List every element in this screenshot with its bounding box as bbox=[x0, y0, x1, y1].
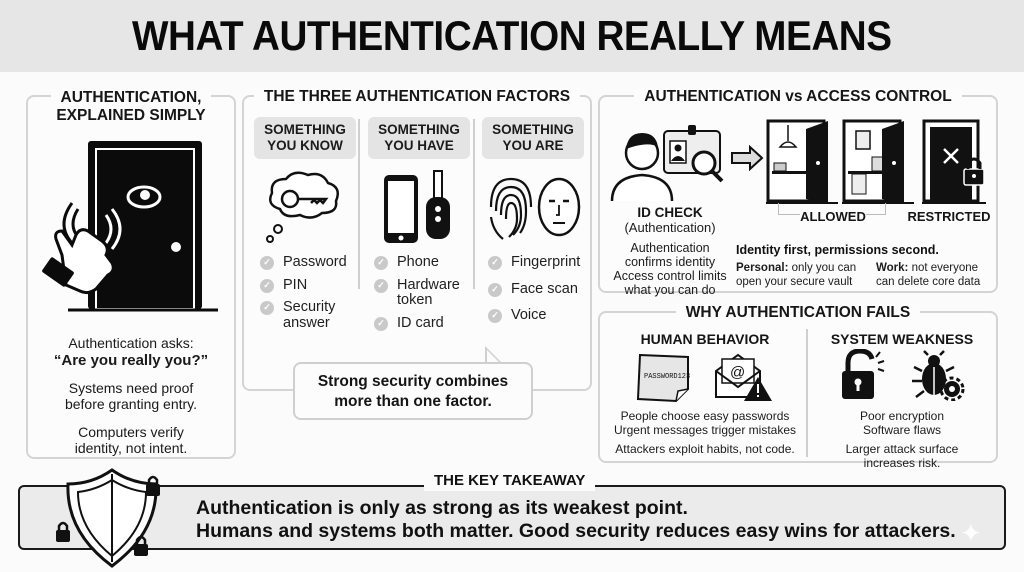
list-item: ✓Security answer bbox=[260, 299, 360, 331]
factor-know-list: ✓Password ✓PIN ✓Security answer bbox=[250, 254, 360, 331]
phishing-email-warning-icon: @ bbox=[712, 351, 776, 403]
check-icon: ✓ bbox=[260, 256, 274, 270]
check-icon: ✓ bbox=[374, 256, 388, 270]
list-item: ✓ID card bbox=[374, 315, 474, 332]
list-item: ✓Voice bbox=[488, 307, 588, 324]
check-icon: ✓ bbox=[488, 282, 502, 297]
list-item: ✓Password bbox=[260, 254, 360, 271]
door-knock-eye-icon bbox=[38, 137, 228, 317]
work-example: Work: not everyone can delete core data bbox=[876, 262, 981, 288]
list-item: ✓Hardware token bbox=[374, 277, 474, 309]
check-icon: ✓ bbox=[374, 278, 388, 293]
check-icon: ✓ bbox=[488, 256, 502, 270]
allowed-label: ALLOWED bbox=[800, 209, 866, 224]
divider bbox=[806, 329, 808, 457]
panel-explained: AUTHENTICATION, EXPLAINED SIMPLY Authent… bbox=[26, 89, 236, 459]
page-title: WHAT AUTHENTICATION REALLY MEANS bbox=[132, 12, 892, 59]
panel-title-fails: WHY AUTHENTICATION FAILS bbox=[600, 304, 996, 322]
list-item: ✓Fingerprint bbox=[488, 254, 588, 271]
shield-locks-icon bbox=[52, 466, 172, 570]
human-behavior-head: HUMAN BEHAVIOR bbox=[640, 331, 770, 347]
check-icon: ✓ bbox=[374, 316, 388, 331]
password-note-icon: PASSWORD123 bbox=[636, 351, 694, 403]
explained-question: “Are you really you?” bbox=[53, 352, 209, 369]
id-check-sub: (Authentication) bbox=[624, 220, 716, 235]
takeaway-label: THE KEY TAKEAWAY bbox=[424, 470, 596, 491]
system-weakness-head: SYSTEM WEAKNESS bbox=[830, 331, 974, 347]
panel-access-control: AUTHENTICATION vs ACCESS CONTROL bbox=[598, 88, 998, 297]
system-weakness-text: Poor encryption Software flaws Larger at… bbox=[845, 409, 959, 470]
fingerprint-face-icon bbox=[478, 159, 588, 255]
explained-verify: Computers verify identity, not intent. bbox=[74, 424, 188, 456]
check-icon: ✓ bbox=[260, 301, 274, 315]
restricted-door-lock-icon bbox=[922, 119, 992, 205]
arrow-right-icon bbox=[730, 145, 764, 171]
personal-example: Personal: only you can open your secure … bbox=[736, 262, 857, 288]
divider bbox=[473, 119, 475, 289]
explained-proof: Systems need proof before granting entry… bbox=[64, 380, 198, 412]
check-icon: ✓ bbox=[488, 309, 502, 323]
id-check-label: ID CHECK bbox=[637, 205, 703, 220]
factor-have-list: ✓Phone ✓Hardware token ✓ID card bbox=[364, 254, 474, 332]
allowed-door-office-icon bbox=[766, 119, 838, 205]
list-item: ✓Phone bbox=[374, 254, 474, 271]
bug-gear-icon bbox=[910, 349, 966, 401]
factor-are-list: ✓Fingerprint ✓Face scan ✓Voice bbox=[478, 254, 588, 324]
restricted-label: RESTRICTED bbox=[907, 209, 991, 224]
panel-factors: THE THREE AUTHENTICATION FACTORS SOMETHI… bbox=[242, 88, 592, 391]
svg-text:PASSWORD123: PASSWORD123 bbox=[644, 373, 690, 381]
allowed-door-files-icon bbox=[842, 119, 914, 205]
factor-callout: Strong security combines more than one f… bbox=[293, 362, 533, 420]
human-behavior-text: People choose easy passwords Urgent mess… bbox=[613, 409, 797, 456]
principle-text: Identity first, permissions second. bbox=[736, 243, 939, 257]
takeaway-text: Authentication is only as strong as its … bbox=[196, 497, 956, 542]
panel-title-factors: THE THREE AUTHENTICATION FACTORS bbox=[244, 88, 590, 106]
id-check-icon bbox=[608, 123, 732, 203]
divider bbox=[358, 119, 360, 289]
explained-asks: Authentication asks: “Are you really you… bbox=[28, 335, 234, 369]
check-icon: ✓ bbox=[260, 278, 274, 293]
title-banner: WHAT AUTHENTICATION REALLY MEANS bbox=[0, 0, 1024, 72]
list-item: ✓PIN bbox=[260, 277, 360, 294]
panel-title-explained: AUTHENTICATION, EXPLAINED SIMPLY bbox=[28, 89, 234, 125]
sparkle-icon: ✦ bbox=[960, 518, 982, 548]
panel-why-fails: WHY AUTHENTICATION FAILS HUMAN BEHAVIOR … bbox=[598, 304, 998, 470]
svg-text:@: @ bbox=[730, 364, 745, 381]
thought-key-icon bbox=[250, 159, 360, 255]
list-item: ✓Face scan bbox=[488, 281, 588, 298]
broken-lock-icon bbox=[838, 349, 888, 401]
panel-title-access: AUTHENTICATION vs ACCESS CONTROL bbox=[600, 88, 996, 106]
phone-keyfob-icon bbox=[364, 159, 474, 255]
